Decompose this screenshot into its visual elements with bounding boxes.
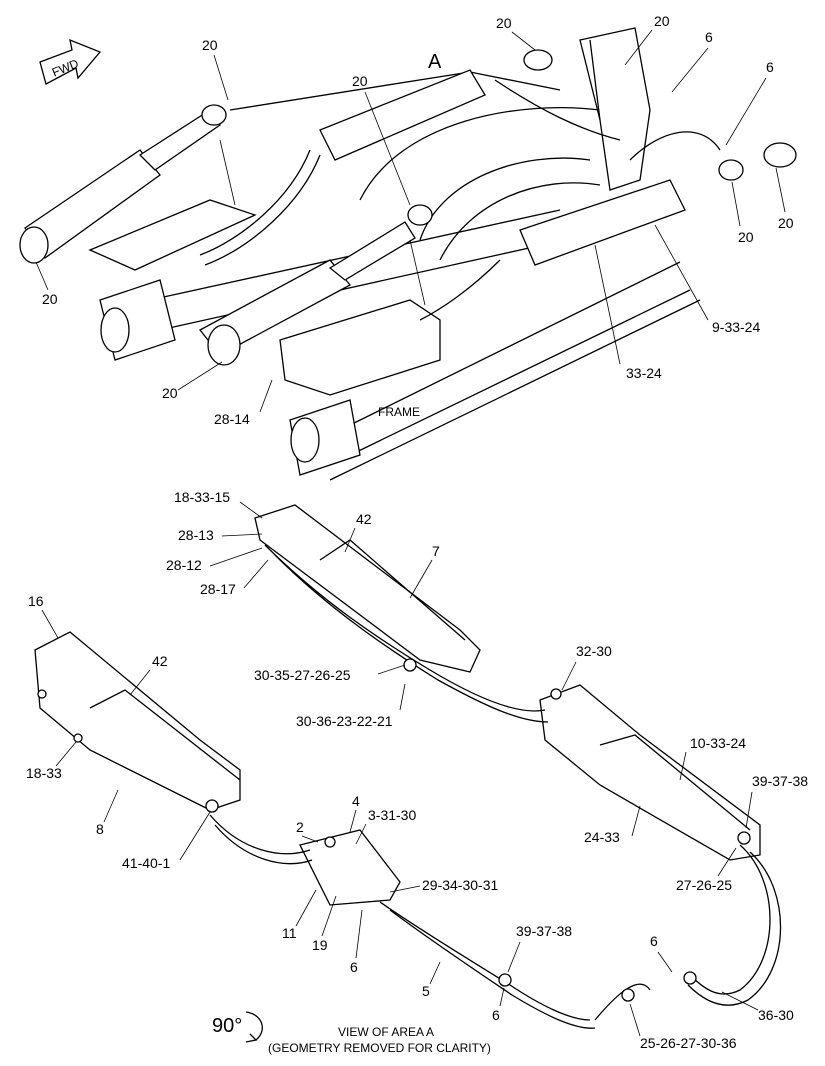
callout-39-37-38-a: 39-37-38 (752, 773, 808, 789)
callout-5: 5 (422, 983, 430, 999)
callout-36-30: 36-30 (758, 1007, 794, 1023)
callout-6-a: 6 (705, 29, 713, 45)
callout-8: 8 (96, 821, 104, 837)
callout-33-24: 33-24 (626, 365, 662, 381)
top-callouts: 20 20 20 6 6 20 20 20 20 20 9-33-24 33-2… (35, 13, 794, 427)
callout-6-b: 6 (766, 59, 774, 75)
callout-4: 4 (352, 793, 360, 809)
callout-42-a: 42 (356, 511, 372, 527)
callout-19: 19 (312, 937, 328, 953)
callout-29-34-30-31: 29-34-30-31 (422, 877, 498, 893)
callout-27-26-25: 27-26-25 (676, 877, 732, 893)
callout-32-30: 32-30 (576, 643, 612, 659)
callout-20-f: 20 (738, 229, 754, 245)
callout-2: 2 (296, 819, 304, 835)
callout-20-d: 20 (352, 73, 368, 89)
callout-3-31-30: 3-31-30 (368, 807, 416, 823)
callout-28-14: 28-14 (214, 411, 250, 427)
fwd-arrow-icon: FWD (39, 38, 102, 85)
frame-assembly (19, 27, 797, 481)
callout-20-e: 20 (778, 215, 794, 231)
rotation-arrow-icon (245, 1011, 263, 1041)
callout-24-33: 24-33 (584, 829, 620, 845)
callout-39-37-38-b: 39-37-38 (516, 923, 572, 939)
callout-28-12: 28-12 (166, 557, 202, 573)
rotation-symbol: 90° (212, 1011, 263, 1043)
callout-20-b: 20 (496, 15, 512, 31)
callout-6-d: 6 (492, 1007, 500, 1023)
callout-20-a: 20 (202, 37, 218, 53)
frame-label: FRAME (378, 405, 420, 419)
callout-20-c: 20 (654, 13, 670, 29)
callout-9-33-24: 9-33-24 (712, 319, 760, 335)
callout-7: 7 (432, 543, 440, 559)
callout-10-33-24: 10-33-24 (690, 735, 746, 751)
callout-20-g: 20 (42, 291, 58, 307)
callout-30-36-23-22-21: 30-36-23-22-21 (296, 713, 393, 729)
area-a-view (34, 504, 782, 1029)
callout-28-13: 28-13 (178, 527, 214, 543)
caption-line-1: VIEW OF AREA A (338, 1025, 434, 1039)
callout-18-33-15: 18-33-15 (174, 489, 230, 505)
callout-41-40-1: 41-40-1 (122, 855, 170, 871)
caption-line-2: (GEOMETRY REMOVED FOR CLARITY) (268, 1041, 491, 1055)
view-letter: A (428, 51, 442, 73)
bottom-callouts: 18-33-15 28-13 28-12 28-17 42 7 16 42 18… (26, 489, 808, 1051)
callout-30-35-27-26-25: 30-35-27-26-25 (254, 667, 351, 683)
rotation-label: 90° (212, 1015, 242, 1037)
callout-6-e: 6 (650, 933, 658, 949)
callout-6-c: 6 (350, 959, 358, 975)
callout-11: 11 (282, 925, 297, 941)
callout-25-26-27-30-36: 25-26-27-30-36 (640, 1035, 737, 1051)
callout-18-33: 18-33 (26, 765, 62, 781)
callout-16: 16 (28, 593, 44, 609)
callout-42-b: 42 (152, 653, 168, 669)
callout-20-h: 20 (162, 385, 178, 401)
frame-label-group: FRAME (378, 405, 420, 419)
callout-28-17: 28-17 (200, 581, 236, 597)
